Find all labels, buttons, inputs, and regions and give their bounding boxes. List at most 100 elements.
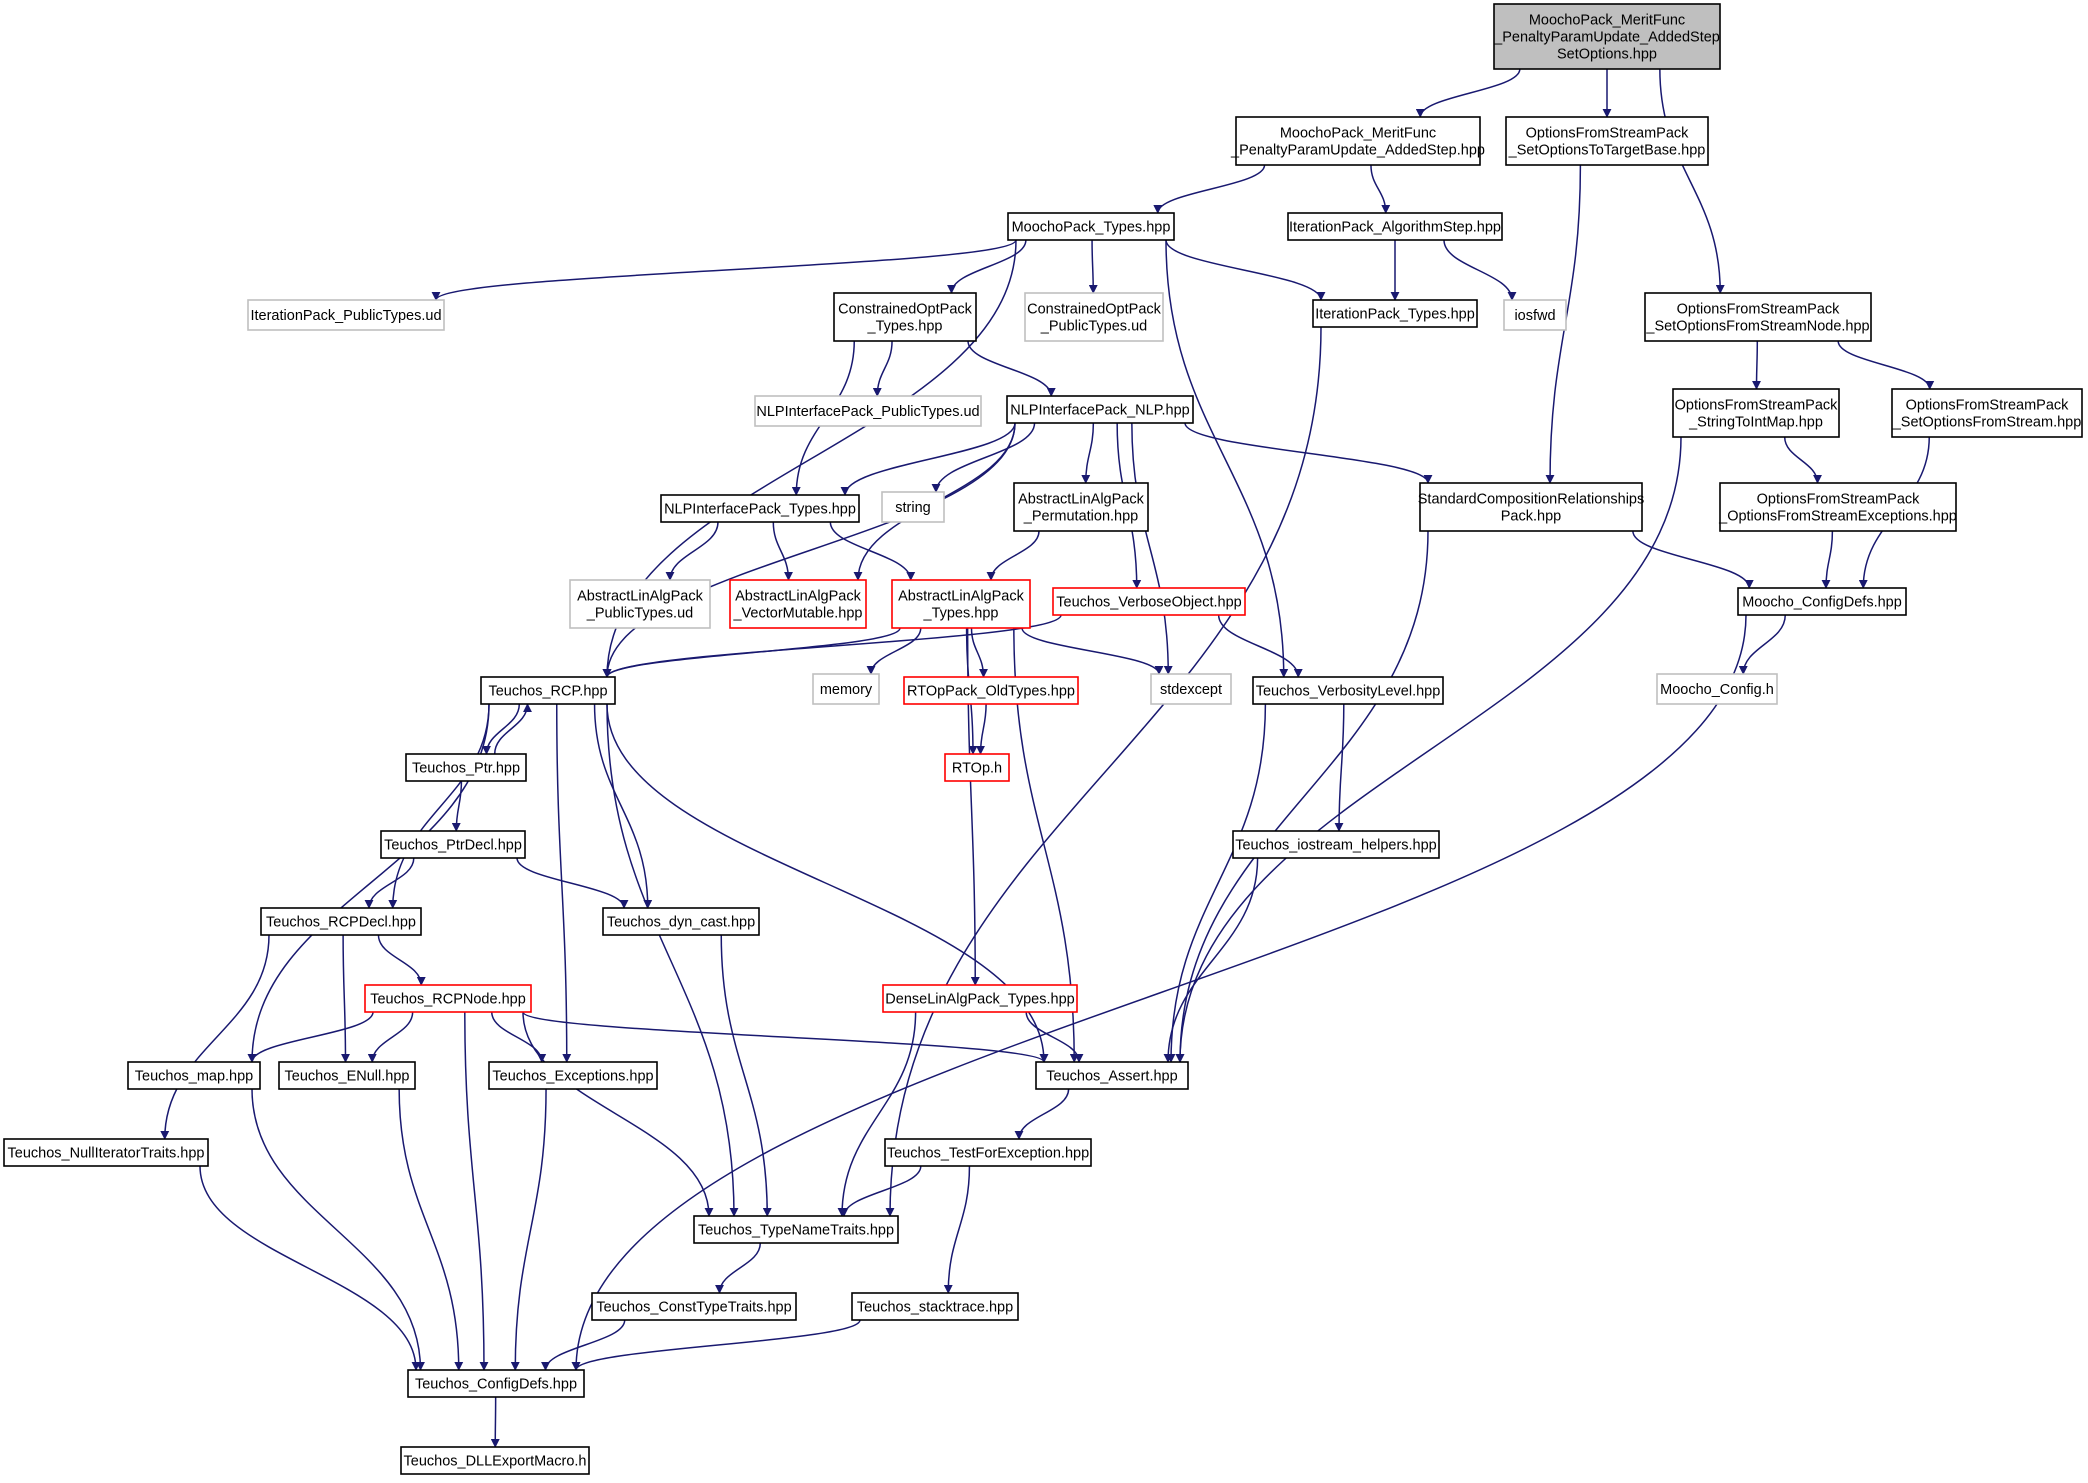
node-ofsex[interactable]: OptionsFromStreamPack_OptionsFromStreamE… xyxy=(1718,482,1957,532)
node-tfe[interactable]: Teuchos_TestForException.hpp xyxy=(884,1138,1092,1167)
node-root[interactable]: MoochoPack_MeritFunc_PenaltyParamUpdate_… xyxy=(1493,3,1721,70)
node-dyncast[interactable]: Teuchos_dyn_cast.hpp xyxy=(602,907,760,936)
node-nlptypes[interactable]: NLPInterfacePack_Types.hpp xyxy=(660,494,860,523)
node-tconf[interactable]: Teuchos_ConfigDefs.hpp xyxy=(407,1369,585,1398)
edge-ptr-to-ptrdecl xyxy=(451,780,463,832)
node-label-line: Teuchos_Ptr.hpp xyxy=(412,761,520,777)
edge-root-to-ofsn xyxy=(1659,68,1725,294)
node-map[interactable]: Teuchos_map.hpp xyxy=(127,1061,261,1090)
node-vobj[interactable]: Teuchos_VerboseObject.hpp xyxy=(1052,587,1246,616)
edge-ipas-to-iosfwd xyxy=(1443,239,1517,301)
node-string[interactable]: string xyxy=(881,491,945,523)
edge-ptrdecl-to-dyncast xyxy=(516,857,629,909)
node-altypes[interactable]: AbstractLinAlgPack_Types.hpp xyxy=(891,579,1031,629)
edge-mtypes-to-ippub xyxy=(431,239,1017,301)
node-box xyxy=(260,907,422,936)
node-box xyxy=(1891,388,2083,438)
node-nlppub[interactable]: NLPInterfacePack_PublicTypes.ud xyxy=(754,395,982,427)
node-label-line: AbstractLinAlgPack xyxy=(577,589,703,605)
node-iohelp[interactable]: Teuchos_iostream_helpers.hpp xyxy=(1232,830,1440,859)
node-vlevel[interactable]: Teuchos_VerbosityLevel.hpp xyxy=(1252,676,1444,705)
node-ipas[interactable]: IterationPack_AlgorithmStep.hpp xyxy=(1287,212,1503,241)
node-label-line: AbstractLinAlgPack xyxy=(898,589,1024,605)
node-box xyxy=(1644,292,1872,342)
node-exc[interactable]: Teuchos_Exceptions.hpp xyxy=(488,1061,658,1090)
node-box xyxy=(1235,116,1481,166)
node-nulliter[interactable]: Teuchos_NullIteratorTraits.hpp xyxy=(3,1138,209,1167)
edge-vobj-to-vlevel xyxy=(1217,614,1303,678)
node-copub[interactable]: ConstrainedOptPack_PublicTypes.ud xyxy=(1024,292,1164,342)
node-ofstb[interactable]: OptionsFromStreamPack_SetOptionsToTarget… xyxy=(1505,116,1709,166)
node-alpub[interactable]: AbstractLinAlgPack_PublicTypes.ud xyxy=(569,579,711,629)
node-label-line: _VectorMutable.hpp xyxy=(733,606,863,622)
node-rtopold[interactable]: RTOpPack_OldTypes.hpp xyxy=(903,676,1079,705)
node-box xyxy=(1719,482,1957,532)
node-box xyxy=(729,579,867,629)
edge-rcp-to-dyncast xyxy=(593,703,653,909)
node-box xyxy=(1150,673,1232,705)
edge-ptrdecl-to-rcpdecl xyxy=(364,857,415,909)
node-stim[interactable]: OptionsFromStreamPack_StringToIntMap.hpp xyxy=(1672,388,1840,438)
edge-ptr-to-rcp xyxy=(493,703,532,755)
edge-root-to-mfpp xyxy=(1415,68,1521,118)
edge-vlevel-to-iohelp xyxy=(1334,703,1345,832)
edge-mfpp-to-mtypes xyxy=(1153,164,1266,214)
node-iptypes[interactable]: IterationPack_Types.hpp xyxy=(1312,299,1478,328)
node-sofs[interactable]: OptionsFromStreamPack_SetOptionsFromStre… xyxy=(1891,388,2083,438)
node-memory[interactable]: memory xyxy=(812,673,880,705)
node-box xyxy=(380,830,526,859)
edge-enull-to-tconf xyxy=(398,1088,464,1371)
node-box xyxy=(881,491,945,523)
node-mtypes[interactable]: MoochoPack_Types.hpp xyxy=(1007,212,1175,241)
edge-mtypes-to-vlevel xyxy=(1165,239,1289,678)
node-mconfh[interactable]: Moocho_Config.h xyxy=(1656,673,1778,705)
node-stack[interactable]: Teuchos_stacktrace.hpp xyxy=(851,1292,1019,1321)
node-label-line: Teuchos_VerbosityLevel.hpp xyxy=(1256,684,1441,700)
node-label-line: IterationPack_AlgorithmStep.hpp xyxy=(1289,220,1501,236)
node-alvm[interactable]: AbstractLinAlgPack_VectorMutable.hpp xyxy=(729,579,867,629)
edge-mtypes-to-cotypes xyxy=(947,239,1027,294)
node-box xyxy=(1006,395,1194,424)
node-ptr[interactable]: Teuchos_Ptr.hpp xyxy=(405,753,527,782)
node-label-line: stdexcept xyxy=(1160,682,1222,698)
node-enull[interactable]: Teuchos_ENull.hpp xyxy=(278,1061,416,1090)
node-label-line: Teuchos_Exceptions.hpp xyxy=(492,1069,653,1085)
edge-altypes-to-memory xyxy=(866,627,922,675)
node-box xyxy=(1493,3,1721,70)
node-ofsn[interactable]: OptionsFromStreamPack_SetOptionsFromStre… xyxy=(1644,292,1872,342)
node-box xyxy=(247,299,445,331)
node-label-line: MoochoPack_MeritFunc xyxy=(1280,126,1436,142)
node-stdexc[interactable]: stdexcept xyxy=(1150,673,1232,705)
node-rcpnode[interactable]: Teuchos_RCPNode.hpp xyxy=(364,984,532,1013)
node-rcp[interactable]: Teuchos_RCP.hpp xyxy=(480,676,616,705)
node-dll[interactable]: Teuchos_DLLExportMacro.h xyxy=(400,1446,590,1475)
node-label-line: NLPInterfacePack_Types.hpp xyxy=(664,502,856,518)
node-label-line: string xyxy=(895,500,930,516)
node-mconf[interactable]: Moocho_ConfigDefs.hpp xyxy=(1737,587,1907,616)
node-box xyxy=(1052,587,1246,616)
node-box xyxy=(1672,388,1840,438)
node-dltypes[interactable]: DenseLinAlgPack_Types.hpp xyxy=(882,984,1078,1013)
node-ptrdecl[interactable]: Teuchos_PtrDecl.hpp xyxy=(380,830,526,859)
node-rcpdecl[interactable]: Teuchos_RCPDecl.hpp xyxy=(260,907,422,936)
node-iosfwd[interactable]: iosfwd xyxy=(1503,299,1567,331)
node-label-line: SetOptions.hpp xyxy=(1557,47,1657,63)
node-label-line: _SetOptionsFromStreamNode.hpp xyxy=(1645,319,1869,335)
node-mfpp[interactable]: MoochoPack_MeritFunc_PenaltyParamUpdate_… xyxy=(1230,116,1485,166)
node-label-line: _Permutation.hpp xyxy=(1023,509,1138,525)
node-ippub[interactable]: IterationPack_PublicTypes.ud xyxy=(247,299,445,331)
node-assert[interactable]: Teuchos_Assert.hpp xyxy=(1035,1061,1189,1090)
node-tnt[interactable]: Teuchos_TypeNameTraits.hpp xyxy=(693,1215,899,1244)
node-nlp[interactable]: NLPInterfacePack_NLP.hpp xyxy=(1006,395,1194,424)
node-rtop[interactable]: RTOp.h xyxy=(944,753,1010,782)
node-cotypes[interactable]: ConstrainedOptPack_Types.hpp xyxy=(833,292,977,342)
edge-nlptypes-to-altypes xyxy=(829,521,916,581)
node-alperm[interactable]: AbstractLinAlgPack_Permutation.hpp xyxy=(1013,482,1149,532)
node-box xyxy=(660,494,860,523)
node-label-line: _SetOptionsToTargetBase.hpp xyxy=(1508,143,1706,159)
node-label-line: iosfwd xyxy=(1514,308,1555,324)
node-box xyxy=(1656,673,1778,705)
node-ctt[interactable]: Teuchos_ConstTypeTraits.hpp xyxy=(591,1292,797,1321)
node-label-line: Teuchos_ConfigDefs.hpp xyxy=(415,1377,577,1393)
